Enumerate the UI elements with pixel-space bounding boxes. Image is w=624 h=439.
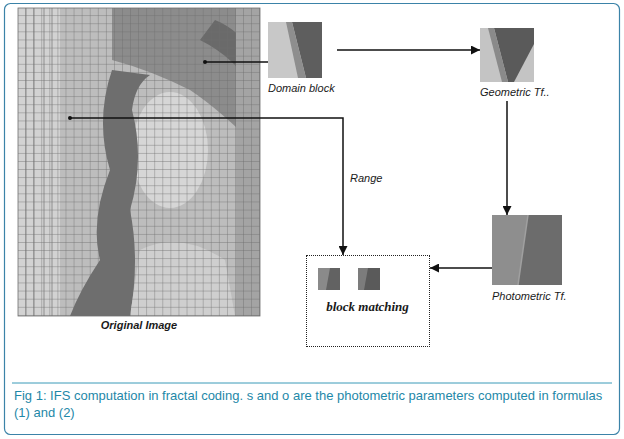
edge-label: Range <box>348 172 384 185</box>
domain-sample-edge <box>364 268 380 290</box>
matching-blocks <box>318 268 380 290</box>
caption-box: Fig 1: IFS computation in fractal coding… <box>14 387 610 421</box>
edge-label-box: Range <box>348 168 384 186</box>
image-border <box>18 8 260 316</box>
range-leader <box>70 117 260 119</box>
connector-arrow <box>506 101 508 215</box>
connector-arrow <box>260 61 268 63</box>
range-sample-edge <box>326 268 340 290</box>
block-caption: Original Image <box>101 319 178 332</box>
block-seam <box>518 215 528 285</box>
domain-leader <box>205 61 260 63</box>
block-caption: Domain block <box>268 82 335 95</box>
block-caption: Photometric Tf. <box>492 290 567 303</box>
photometric-block-picture <box>492 215 562 285</box>
partition-grid <box>18 8 260 316</box>
block-shade <box>488 28 508 82</box>
original-image-picture <box>18 8 260 316</box>
connector-arrow <box>260 118 343 255</box>
block-node: Domain block <box>268 22 337 97</box>
figure-frame <box>5 4 620 435</box>
geometric-block-picture <box>480 28 534 82</box>
image-ground <box>18 8 260 316</box>
box-label: block matching <box>326 299 409 314</box>
block-caption: Geometric Tf.. <box>480 86 550 99</box>
connector-arrow <box>337 49 480 51</box>
block-ground <box>268 22 322 78</box>
domain-sample <box>358 268 380 290</box>
domain-block-picture <box>268 22 322 78</box>
range-sample <box>318 268 340 290</box>
block-node: Photometric Tf. <box>492 215 569 305</box>
block-ground <box>492 215 562 285</box>
image-node: Original Image <box>18 8 260 334</box>
block-shade <box>286 22 306 78</box>
caption-rule <box>12 383 612 384</box>
figure-caption: Fig 1: IFS computation in fractal coding… <box>14 387 610 421</box>
connector-arrow <box>430 267 492 269</box>
block-node: Geometric Tf.. <box>480 28 552 101</box>
block-edge <box>518 215 562 285</box>
matching-box: block matching <box>306 255 430 347</box>
block-ground <box>480 28 534 82</box>
